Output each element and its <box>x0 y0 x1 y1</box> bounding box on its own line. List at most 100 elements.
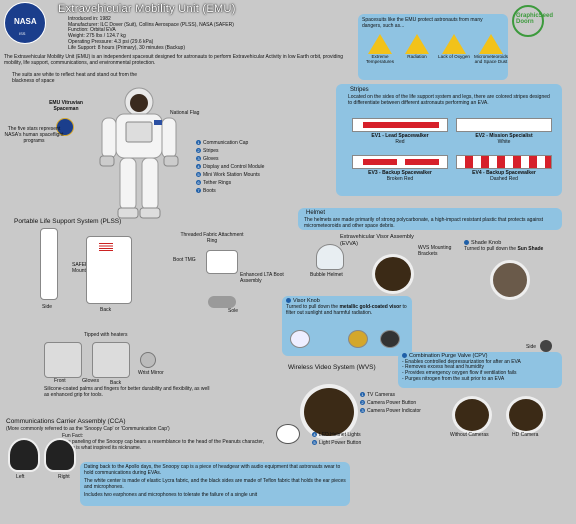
wvs-label: Light Power Button <box>319 439 362 446</box>
component-label: Tether Rings <box>203 179 232 186</box>
visor-knob-block: Visor Knob Turned to pull down the metal… <box>286 298 410 316</box>
glove-heaters-label: Tipped with heaters <box>84 332 128 338</box>
stripe-ev3-fill-b <box>405 159 439 165</box>
plss-heading: Portable Life Support System (PLSS) <box>14 218 122 225</box>
spec-life-support: Life Support: 8 hours (Primary), 30 minu… <box>68 44 185 51</box>
stripe-ev1: EV1 - Lead Spacewalker Red <box>352 118 448 145</box>
cca-text: Dating back to the Apollo days, the Snoo… <box>84 464 346 498</box>
boot-ring-label: Threaded Fabric Attachment Ring <box>180 232 244 244</box>
wvs-heading: Wireless Video System (WVS) <box>288 364 376 371</box>
stripe-ev4: EV4 - Backup Spacewalker Dashed Red <box>456 155 552 182</box>
thermometer-warning-icon <box>368 34 392 54</box>
visor-knob-title: Visor Knob <box>293 298 320 304</box>
plss-back-illustration <box>86 236 132 304</box>
stripe-ev1-sub: Red <box>395 139 405 145</box>
cpv-item: - Removes excess heat and humidity <box>402 364 484 371</box>
shade-knob-text: Turned to pull down the <box>464 246 517 252</box>
spec-manufacturer: Manufacturer: ILC Dover (Suit), Collins … <box>68 21 234 28</box>
evva-helmet-illustration <box>372 254 414 294</box>
glove-front-label: Front <box>54 378 66 384</box>
stripe-ev2-label: EV2 - Mission Specialist <box>475 133 533 139</box>
component-label: Stripes <box>203 147 219 154</box>
stripe-ev4-label: EV4 - Backup Spacewalker <box>472 170 536 176</box>
gloves-label: Gloves <box>82 378 100 384</box>
brand-text: GraphicSeed Doorn <box>516 13 554 25</box>
without-cameras-label: Without Cameras <box>450 432 489 438</box>
wvs-num: 2 <box>360 400 365 406</box>
shade-knob-heading: Shade Knob <box>464 240 548 246</box>
oxygen-warning-icon <box>442 34 466 54</box>
hazard-micrometeoroids-label: Micrometeoroids and Space Dust <box>474 54 508 64</box>
cpv-heading: Combination Purge Valve (CPV) <box>402 353 558 360</box>
wvs-label: LED Helmet Lights <box>319 431 361 438</box>
spec-pressure: Operating Pressure: 4.3 psi (29.6 kPa) <box>68 38 154 45</box>
hazard-oxygen-label: Lack of Oxygen <box>438 54 470 59</box>
stripe-ev4-sub: Dashed Red <box>490 176 518 182</box>
cca-left-illustration <box>8 438 40 472</box>
component-num: 7 <box>196 188 201 194</box>
sole-illustration <box>208 296 236 308</box>
visor-clear-icon <box>290 330 310 348</box>
stripes-heading: Stripes <box>350 87 369 93</box>
visor-knob-heading: Visor Knob <box>286 298 410 304</box>
cca-fun-text: The paneling of the Snoopy cap bears a r… <box>62 439 265 451</box>
visor-knob-text: Turned to pull down the <box>286 304 339 310</box>
cpv-num <box>402 353 407 358</box>
component-num: 4 <box>196 164 201 170</box>
stripe-ev3-label: EV3 - Backup Spacewalker <box>368 170 432 176</box>
plss-safer-label: SAFER Mounts <box>72 262 89 274</box>
wvs-num: 1 <box>360 392 365 397</box>
cpv-title: Combination Purge Valve (CPV) <box>409 352 488 359</box>
logo-text: NASA <box>14 17 37 26</box>
boot-assembly-label: Enhanced LTA Boot Assembly <box>240 272 284 284</box>
hd-camera-illustration <box>506 396 546 434</box>
snoopy-icon <box>276 424 300 444</box>
stripe-ev3: EV3 - Backup Spacewalker Broken Red <box>352 155 448 182</box>
stripes-panel <box>336 84 562 196</box>
plss-back-label: Back <box>100 307 112 313</box>
cpv-block: Combination Purge Valve (CPV) - Enables … <box>402 353 558 383</box>
wvs-helmet-illustration <box>300 384 358 440</box>
wvs-label: Camera Power Indicator <box>367 407 421 414</box>
hazard-oxygen: Lack of Oxygen <box>437 34 471 59</box>
gloves-note: Silicone-coated palms and fingers for be… <box>44 386 210 398</box>
hazard-micrometeoroids: Micrometeoroids and Space Dust <box>472 34 510 64</box>
sole-label: Sole <box>228 308 239 314</box>
overview-description: The Extravehicular Mobility Unit (EMU) i… <box>4 54 344 66</box>
component-label: Boots <box>203 187 216 194</box>
logo-label: ISS <box>19 31 26 36</box>
suit-white-note: The suits are white to reflect heat and … <box>12 72 138 84</box>
visor-knob-text2: to filter out sunlight and harmful radia… <box>286 304 407 316</box>
helmet-heading: Helmet <box>306 210 326 216</box>
wvs-num: 4 <box>312 432 317 437</box>
hazard-temperature-label: Extreme Temperatures <box>365 54 395 64</box>
wvs-label: TV Cameras <box>367 391 396 398</box>
stripe-ev1-fill <box>363 122 439 128</box>
wvs-label: Camera Power Button <box>367 399 417 406</box>
shade-knob-title: Shade Knob <box>471 240 502 246</box>
cca-heading: Communications Carrier Assembly (CCA) <box>6 418 126 425</box>
hazard-radiation-label: Radiation <box>407 54 427 59</box>
component-num: 1 <box>196 140 201 145</box>
component-num: 2 <box>196 148 201 154</box>
cca-right-label: Right <box>58 474 70 480</box>
evva-label: Extravehicular Visor Assembly (EVVA) <box>340 234 414 247</box>
stripe-ev3-swatch <box>352 155 448 169</box>
stripe-ev3-sub: Broken Red <box>386 176 414 182</box>
visor-gold-icon <box>348 330 368 348</box>
brand-logo: GraphicSeed Doorn <box>512 5 568 37</box>
brackets-label: WVS Mounting Brackets <box>418 245 452 257</box>
page-title: Extravehicular Mobility Unit (EMU) <box>58 3 236 15</box>
bubble-helmet-label: Bubble Helmet <box>310 272 343 278</box>
spec-function: Function: Orbital EVA <box>68 27 116 34</box>
radiation-warning-icon <box>405 34 429 54</box>
cpv-item: - Provides emergency oxygen flow if vent… <box>402 370 517 377</box>
